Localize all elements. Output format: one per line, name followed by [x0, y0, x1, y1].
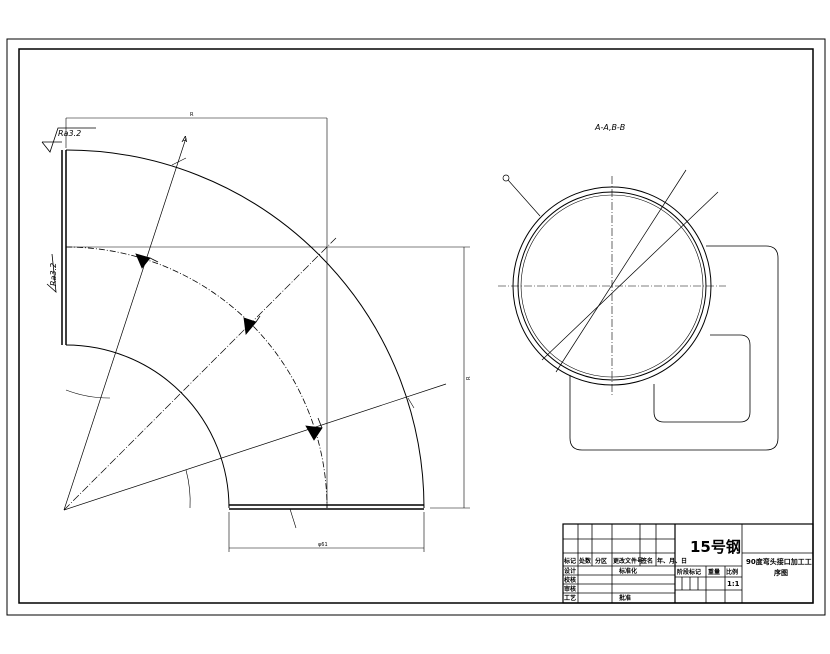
diagonal-line-2: [541, 191, 719, 361]
section-label: A-A,B-B: [594, 123, 625, 132]
section-line-b: [63, 383, 447, 511]
roughness-symbol-left: [46, 253, 57, 293]
standardization-text: 标准化: [618, 567, 637, 575]
approval-text: 批准: [619, 594, 631, 602]
dim-text-bottom: φ61: [318, 542, 328, 548]
part-name-text: 90度弯头接口加工工: [746, 557, 812, 566]
elbow-view: [61, 117, 470, 552]
dim-text-top: R: [190, 112, 194, 118]
elbow-centerline-arc: [65, 246, 328, 509]
svg-text:审核: 审核: [564, 585, 576, 593]
elbow-outer-arc: [65, 149, 425, 509]
weld-markers: [135, 253, 323, 441]
title-block-headers: 标记 处数 分区 更改文件号 签名 年、月、日: [563, 557, 687, 565]
svg-text:处数: 处数: [578, 557, 592, 565]
svg-text:比例: 比例: [726, 568, 738, 576]
outer-profile: [569, 245, 779, 451]
material-text: 15号钢: [690, 538, 741, 556]
section-line-a: [63, 137, 187, 511]
elbow-inner-arc: [65, 344, 230, 509]
section-view: [498, 169, 779, 451]
outer-frame: [6, 38, 826, 616]
svg-text:校核: 校核: [564, 576, 576, 584]
inner-profile: [653, 334, 751, 423]
dim-text-right: R: [466, 376, 472, 380]
svg-text:重量: 重量: [708, 568, 720, 576]
diagonal-line-1: [555, 169, 687, 373]
svg-text:工艺: 工艺: [564, 594, 576, 602]
svg-text:设计: 设计: [564, 567, 576, 575]
roughness-text-left: Ra3.2: [49, 263, 58, 286]
title-block-rows: 设计 校核 审核 工艺: [564, 567, 576, 602]
part-name-text-2: 序图: [773, 568, 788, 577]
svg-text:分区: 分区: [595, 557, 607, 565]
title-block-stage-row: 阶段标记 重量 比例: [677, 568, 738, 576]
roughness-text-top: Ra3.2: [58, 129, 81, 138]
title-block: [562, 523, 814, 604]
roughness-symbol-top: [41, 127, 96, 153]
svg-text:年、月、日: 年、月、日: [657, 557, 687, 565]
leader-circle: [502, 174, 510, 182]
leader-line: [507, 179, 541, 217]
scale-text: 1:1: [727, 580, 740, 588]
section-marker-a: A: [181, 135, 187, 144]
svg-text:阶段标记: 阶段标记: [677, 568, 701, 576]
svg-text:更改文件号: 更改文件号: [613, 557, 643, 565]
svg-text:签名: 签名: [640, 557, 653, 565]
svg-text:标记: 标记: [563, 557, 576, 565]
section-line-45: [63, 237, 337, 511]
inner-frame: [18, 48, 814, 604]
